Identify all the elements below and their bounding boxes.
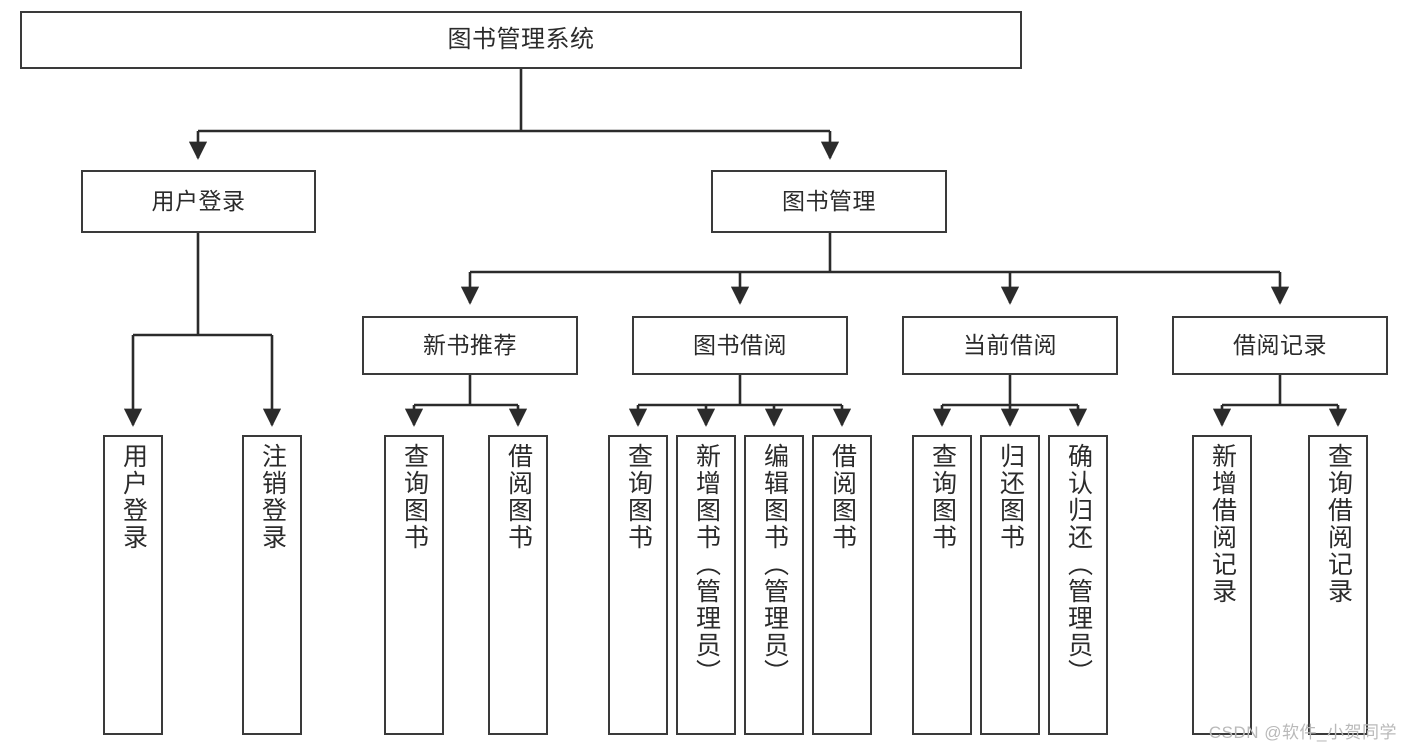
node-label: 借阅记录 — [1233, 332, 1327, 359]
node-label: 借阅图书 — [828, 443, 857, 551]
node-user-login[interactable]: 用户登录 — [81, 170, 316, 233]
node-label: 确认归还（管理员） — [1064, 443, 1093, 686]
leaf-current-borrow-confirm-return[interactable]: 确认归还（管理员） — [1048, 435, 1108, 735]
node-label: 借阅图书 — [504, 443, 533, 551]
leaf-borrow-record-query[interactable]: 查询借阅记录 — [1308, 435, 1368, 735]
node-label: 图书借阅 — [693, 332, 787, 359]
node-label: 图书管理系统 — [447, 26, 595, 54]
leaf-book-borrow-borrow[interactable]: 借阅图书 — [812, 435, 872, 735]
node-label: 用户登录 — [151, 188, 246, 215]
node-label: 归还图书 — [996, 443, 1025, 551]
leaf-current-borrow-query[interactable]: 查询图书 — [912, 435, 972, 735]
node-label: 新增图书（管理员） — [692, 443, 721, 686]
leaf-new-book-query[interactable]: 查询图书 — [384, 435, 444, 735]
node-current-borrow[interactable]: 当前借阅 — [902, 316, 1118, 375]
leaf-book-borrow-edit[interactable]: 编辑图书（管理员） — [744, 435, 804, 735]
node-label: 图书管理 — [782, 188, 876, 215]
node-label: 查询图书 — [624, 443, 653, 551]
leaf-user-login-login[interactable]: 用户登录 — [103, 435, 163, 735]
node-borrow-record[interactable]: 借阅记录 — [1172, 316, 1388, 375]
node-label: 用户登录 — [119, 443, 148, 551]
node-label: 编辑图书（管理员） — [760, 443, 789, 686]
leaf-current-borrow-return[interactable]: 归还图书 — [980, 435, 1040, 735]
node-book-management[interactable]: 图书管理 — [711, 170, 947, 233]
csdn-watermark: CSDN @软件_小贺同学 — [1208, 723, 1397, 742]
leaf-new-book-borrow[interactable]: 借阅图书 — [488, 435, 548, 735]
node-label: 查询借阅记录 — [1324, 443, 1353, 605]
node-label: 查询图书 — [400, 443, 429, 551]
node-label: 当前借阅 — [963, 332, 1057, 359]
leaf-book-borrow-query[interactable]: 查询图书 — [608, 435, 668, 735]
node-label: 查询图书 — [928, 443, 957, 551]
node-new-book-recommend[interactable]: 新书推荐 — [362, 316, 578, 375]
leaf-borrow-record-add[interactable]: 新增借阅记录 — [1192, 435, 1252, 735]
node-book-borrow[interactable]: 图书借阅 — [632, 316, 848, 375]
node-label: 新书推荐 — [423, 332, 517, 359]
node-label: 注销登录 — [258, 443, 287, 551]
node-root-system[interactable]: 图书管理系统 — [20, 11, 1022, 69]
node-label: 新增借阅记录 — [1208, 443, 1237, 605]
leaf-user-login-logout[interactable]: 注销登录 — [242, 435, 302, 735]
leaf-book-borrow-add[interactable]: 新增图书（管理员） — [676, 435, 736, 735]
